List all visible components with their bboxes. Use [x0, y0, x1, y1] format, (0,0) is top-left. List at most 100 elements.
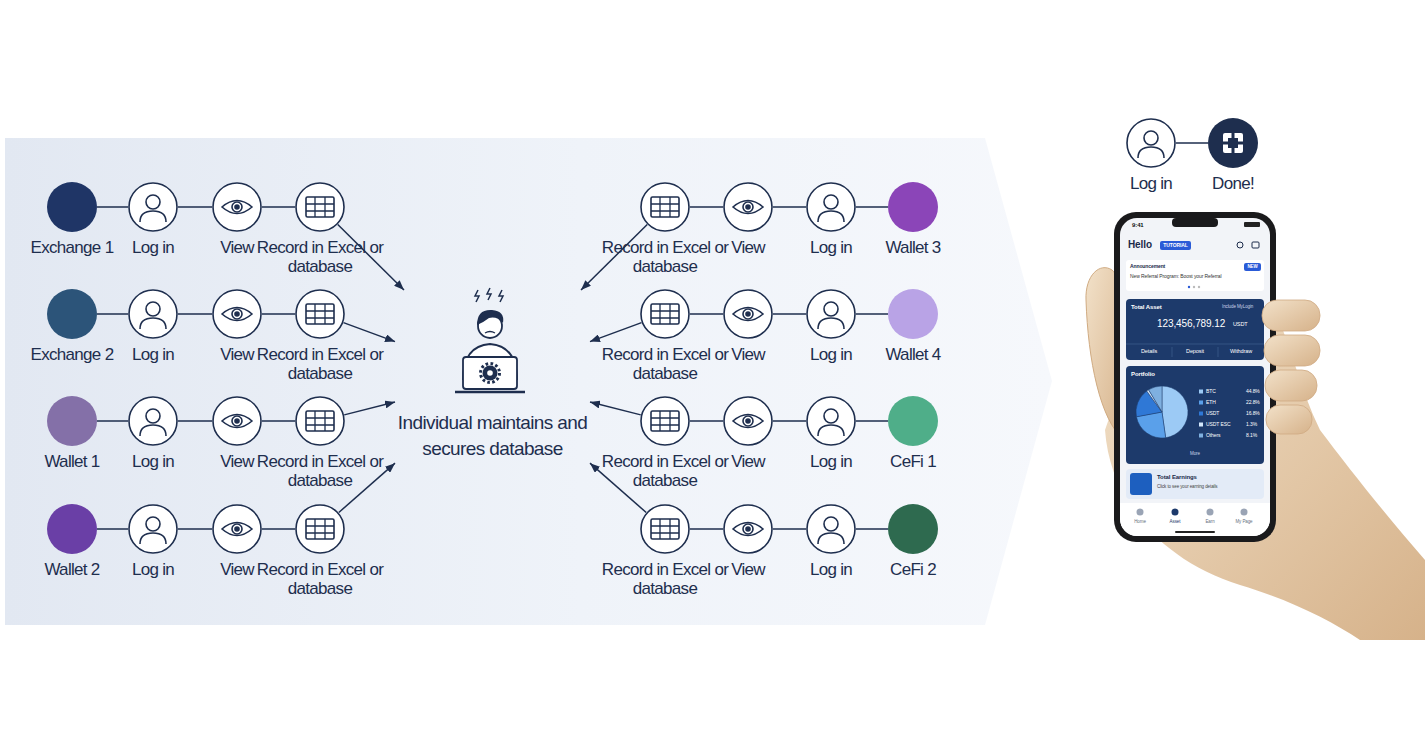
chevron-band	[5, 138, 1052, 625]
step-icon	[222, 415, 252, 428]
step-circle	[807, 290, 855, 338]
node-label: CeFi 1	[847, 452, 979, 471]
arrow-connector	[590, 402, 641, 415]
node-outline	[640, 182, 690, 232]
step-circle	[724, 183, 772, 231]
step-icon	[733, 523, 763, 536]
step-node: View	[723, 182, 773, 232]
step-node: Log in	[128, 289, 178, 339]
eye-pupil	[746, 419, 750, 423]
step-node: Log in	[806, 504, 856, 554]
arrow-connector	[343, 323, 395, 342]
step-node: Record in Excel or database	[295, 504, 345, 554]
connector-line	[690, 420, 723, 422]
step-circle	[807, 397, 855, 445]
gear-teeth	[481, 364, 500, 383]
person-shoulders	[140, 318, 166, 329]
eye-outline	[733, 523, 763, 536]
connector-line	[856, 206, 888, 208]
node-outline	[295, 396, 345, 446]
pie-key	[1199, 434, 1203, 438]
node-outline	[806, 182, 856, 232]
node-label: Record in Excel or database	[254, 560, 386, 598]
node-outline	[806, 289, 856, 339]
grid-lines	[651, 304, 679, 324]
node-outline	[723, 396, 773, 446]
eye-outline	[222, 415, 252, 428]
node-label: View	[682, 345, 814, 364]
connector-line	[773, 313, 806, 315]
pie-slice	[1149, 386, 1162, 412]
node-label: Log in	[765, 560, 897, 579]
node-label: CeFi 2	[847, 560, 979, 579]
step-icon	[222, 308, 252, 321]
node-outline	[295, 504, 345, 554]
step-node: View	[212, 289, 262, 339]
portfolio-pie	[1136, 386, 1203, 438]
step-circle	[129, 183, 177, 231]
step-node: Log in	[806, 182, 856, 232]
earnings-icon	[1130, 473, 1152, 495]
screen-text: Total Earnings	[1157, 474, 1197, 480]
node-outline	[128, 289, 178, 339]
person-head	[146, 195, 160, 209]
node-outline	[47, 396, 97, 446]
eye-iris	[232, 309, 242, 319]
eye-outline	[222, 308, 252, 321]
person-head	[146, 409, 160, 423]
step-circle	[213, 505, 261, 553]
node-outline	[295, 289, 345, 339]
node-label: Wallet 2	[6, 560, 138, 579]
eye-iris	[232, 524, 242, 534]
step-node: Log in	[806, 289, 856, 339]
connector-line	[262, 206, 295, 208]
step-circle	[724, 397, 772, 445]
node-label: View	[682, 560, 814, 579]
step-icon	[818, 302, 844, 329]
node-outline	[888, 396, 938, 446]
connector-line	[690, 313, 723, 315]
screen-text: Click to see your earning details	[1157, 485, 1217, 490]
screen-text: Earn	[1205, 520, 1214, 525]
node-outline	[806, 396, 856, 446]
step-node: Log in	[128, 182, 178, 232]
screen-text: 123,456,789.12	[1157, 319, 1225, 329]
step-icon	[306, 304, 334, 324]
connector-line	[773, 528, 806, 530]
grid-lines	[306, 519, 334, 539]
nav-icon	[1241, 509, 1248, 516]
screen-text: Withdraw	[1230, 349, 1252, 355]
screen-text: Total Asset	[1131, 304, 1162, 310]
done-node: Done!	[1208, 118, 1258, 168]
connector-line	[1176, 142, 1208, 144]
step-circle	[724, 290, 772, 338]
eye-pupil	[746, 205, 750, 209]
screen-text: My Page	[1235, 520, 1252, 525]
step-icon	[651, 519, 679, 539]
screen-text: USDT	[1233, 322, 1248, 328]
connector-line	[97, 420, 128, 422]
eye-iris	[743, 416, 753, 426]
tutorial-badge	[1160, 241, 1191, 250]
platform-node: Wallet 1	[47, 396, 97, 446]
screen-text: Portfolio	[1131, 371, 1155, 377]
finger	[1264, 335, 1320, 366]
screen-text: USDT ESC	[1206, 422, 1230, 427]
step-circle	[296, 397, 344, 445]
node-outline	[212, 396, 262, 446]
grid-frame	[306, 197, 334, 217]
nav-bar	[1120, 503, 1270, 536]
person-shoulders	[1138, 147, 1164, 158]
node-outline	[47, 504, 97, 554]
node-outline	[640, 396, 690, 446]
grid-lines	[306, 411, 334, 431]
node-label: Log in	[87, 345, 219, 364]
connector-line	[262, 313, 295, 315]
screen-text: Announcement	[1130, 264, 1165, 269]
node-label: Exchange 2	[6, 345, 138, 364]
connector-line	[178, 420, 212, 422]
node-label: Individual maintains and secures databas…	[393, 410, 593, 462]
step-icon	[733, 201, 763, 214]
pie-key	[1199, 423, 1203, 427]
screen-text: TUTORIAL	[1163, 243, 1187, 248]
